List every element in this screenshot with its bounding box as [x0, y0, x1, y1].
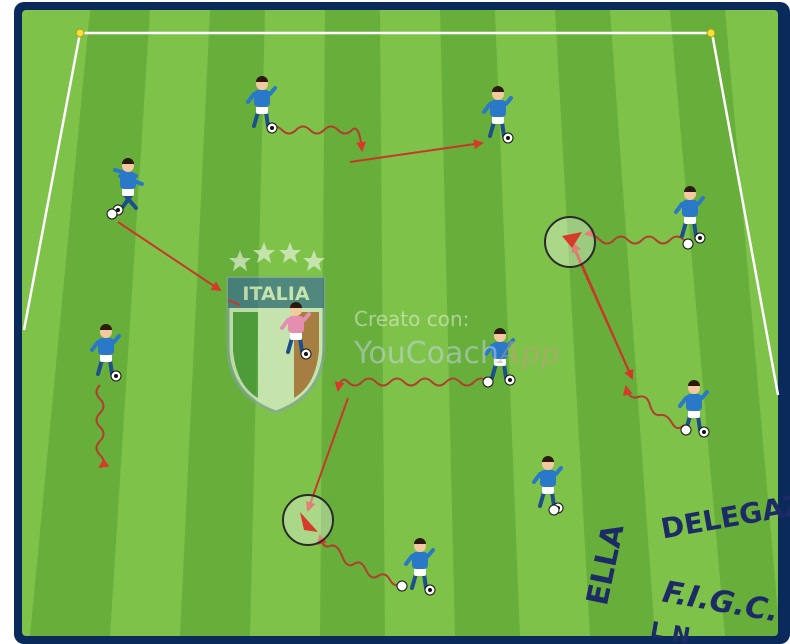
player-icon [90, 324, 122, 382]
dribble-arrow [316, 534, 403, 586]
dribble-arrow [267, 125, 367, 152]
pass-arrow [305, 397, 349, 512]
ball-icon [482, 376, 494, 388]
crest-icon: ITALIA [226, 242, 326, 414]
dribble-arrow [622, 385, 685, 429]
cone-icon [75, 28, 85, 38]
player-icon [532, 456, 564, 514]
grass [22, 10, 778, 636]
player-icon [674, 186, 706, 244]
brand-suffix: App [498, 336, 559, 371]
zone-circle [282, 494, 334, 546]
ball-icon [682, 238, 694, 250]
player-icon [112, 158, 144, 216]
pass-arrows [117, 139, 634, 512]
dribble-paths [95, 125, 685, 586]
player-icon [404, 538, 436, 596]
player-icon [484, 328, 516, 386]
dribble-arrow [95, 384, 110, 469]
highlight-zones [282, 216, 596, 546]
corner-cones [75, 28, 716, 38]
player-icon [482, 86, 514, 144]
player-icon [280, 302, 312, 360]
pass-arrow [227, 299, 241, 306]
watermark-created-with: Creato con: [354, 307, 470, 331]
dribble-arrow [584, 227, 685, 245]
ball-icon [548, 504, 560, 516]
dribble-arrow [334, 377, 489, 392]
pass-arrow [571, 242, 633, 379]
pass-arrow [349, 139, 484, 163]
pass-arrow [117, 221, 222, 292]
ball-icon [396, 580, 408, 592]
cone-icon [706, 28, 716, 38]
brand-name: YouCoach [354, 336, 499, 371]
crest-label: ITALIA [242, 283, 309, 305]
player-icon [246, 76, 278, 134]
watermark-brand: YouCoachApp [354, 336, 559, 371]
ball-icon [680, 424, 692, 436]
players [90, 76, 710, 596]
ball-icon [106, 208, 118, 220]
field-lines [22, 31, 780, 396]
